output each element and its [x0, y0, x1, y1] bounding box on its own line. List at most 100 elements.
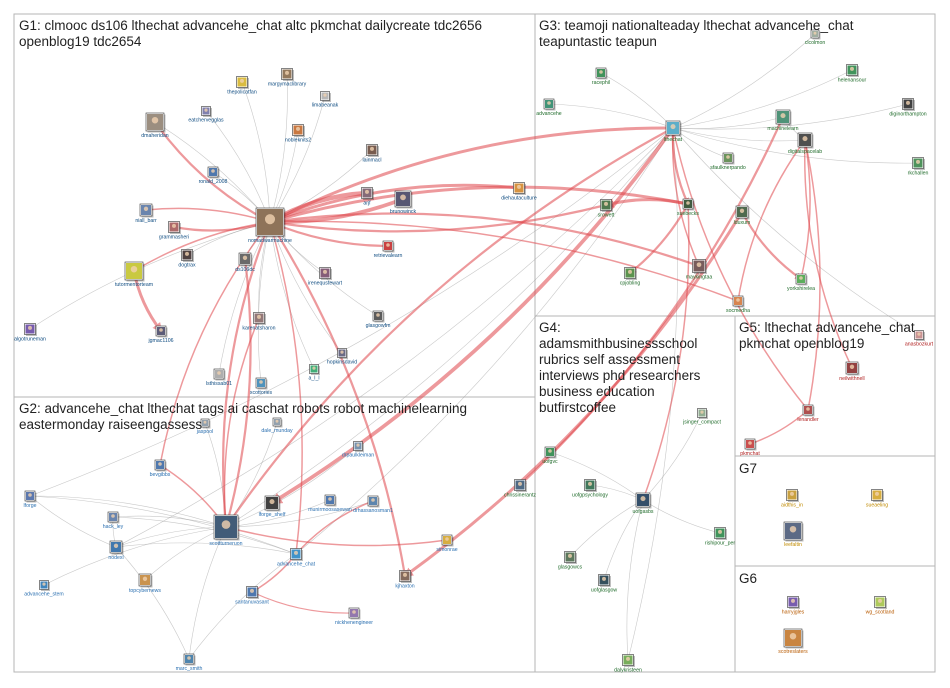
node-margymaclibrary[interactable]: margymaclibrary — [268, 68, 307, 88]
node-anasbozkurt[interactable]: anasbozkurt — [905, 330, 934, 348]
node-label: brunowinck — [390, 209, 417, 215]
node-niall_barr[interactable]: niall_barr — [135, 203, 157, 224]
node-diginorthampton[interactable]: diginorthampton — [889, 98, 927, 118]
node-karenatsharon[interactable]: karenatsharon — [242, 312, 276, 332]
node-dogtrax[interactable]: dogtrax — [178, 249, 196, 269]
node-ds106dc[interactable]: ds106dc — [235, 252, 255, 273]
avatar-head-icon — [158, 462, 162, 466]
node-nodexl[interactable]: nodexl — [108, 540, 124, 561]
node-diehautaculture[interactable]: diehautaculture — [501, 182, 537, 202]
node-topcybernews[interactable]: topcybernews — [129, 573, 161, 594]
node-uofgpsychology[interactable]: uofgpsychology — [572, 479, 608, 499]
edge-advancehe_chat-santanuvasant — [251, 553, 297, 593]
node-bevgibbs[interactable]: bevgibbs — [150, 459, 171, 478]
node-lsthissab01[interactable]: lsthissab01 — [206, 368, 232, 387]
node-limabeanak[interactable]: limabeanak — [312, 91, 339, 109]
node-brunowinck[interactable]: brunowinck — [390, 190, 417, 215]
node-label: machinelearn — [767, 126, 798, 132]
node-clcolmon[interactable]: clcolmon — [805, 29, 826, 46]
node-uofgvc[interactable]: uofgvc — [542, 446, 558, 465]
node-jsinger_compact[interactable]: jsinger_compact — [682, 408, 721, 426]
node-label: nomadwarmachine — [248, 238, 292, 244]
node-suebecks[interactable]: suebecks — [677, 198, 699, 217]
node-ronald_2008[interactable]: ronald_2008 — [199, 166, 228, 185]
node-label: jaspool — [196, 429, 213, 435]
node-pkmchat[interactable]: pkmchat — [740, 438, 760, 457]
node-leefaltin[interactable]: leefaltin — [783, 521, 804, 548]
node-nobleknits2[interactable]: nobleknits2 — [285, 124, 311, 144]
node-lforge[interactable]: lforge — [24, 490, 37, 509]
node-jaspool[interactable]: jaspool — [196, 418, 213, 435]
node-neilwithnell[interactable]: neilwithnell — [839, 361, 865, 382]
node-label: aidthis_in — [781, 503, 803, 509]
node-retrievalearn[interactable]: retrievalearn — [374, 240, 403, 259]
node-hopkinsdavid[interactable]: hopkinsdavid — [327, 348, 357, 366]
node-harryjgles[interactable]: harryjgles — [782, 596, 805, 616]
node-helenansour[interactable]: helenansour — [838, 64, 867, 84]
node-sfaulknerpando[interactable]: sfaulknerpando — [710, 152, 746, 171]
node-advancehe_chat[interactable]: advancehe_chat — [277, 548, 316, 568]
avatar-head-icon — [547, 101, 551, 105]
node-scottturneruon[interactable]: scottturneruon — [209, 514, 243, 547]
node-arjf[interactable]: arjf — [361, 187, 375, 207]
node-socmedha[interactable]: socmedha — [726, 295, 750, 314]
node-grammasheri[interactable]: grammasheri — [159, 221, 189, 241]
node-advancehe_stem[interactable]: advancehe_stem — [24, 580, 64, 598]
node-lforge_shelf[interactable]: lforge_shelf — [259, 495, 286, 518]
node-srowett[interactable]: srowett — [598, 199, 615, 219]
node-santanuvasant[interactable]: santanuvasant — [235, 586, 269, 606]
node-jgmac1106[interactable]: jgmac1106 — [148, 325, 174, 344]
edge-suebecks-nomadwarmachine — [268, 185, 689, 225]
node-lenandler[interactable]: lenandler — [797, 404, 819, 423]
node-tutormentorteam[interactable]: tutormentorteam — [115, 261, 153, 288]
node-racephi[interactable]: racephil — [592, 67, 610, 86]
node-drpaulkleiman[interactable]: drpaulkleiman — [342, 441, 374, 459]
node-label: jgmac1106 — [148, 338, 174, 344]
node-dmaheridan[interactable]: dmaheridan — [141, 112, 169, 139]
node-digitalspacelab[interactable]: digitalspacelab — [788, 132, 822, 155]
node-rishipour_per[interactable]: rishipour_per — [705, 527, 736, 547]
node-rkchallen[interactable]: rkchallen — [908, 157, 929, 177]
node-yorkshirelea[interactable]: yorkshirelea — [787, 273, 815, 292]
node-label: uofgasbs — [632, 509, 653, 515]
node-machinelearn[interactable]: machinelearn — [767, 109, 799, 132]
node-uofglasgow[interactable]: uofglasgow — [591, 574, 617, 594]
node-maykingtaa[interactable]: maykingtaa — [686, 259, 713, 281]
avatar-head-icon — [264, 214, 276, 225]
node-glasgowcs[interactable]: glasgowcs — [558, 551, 583, 571]
node-algotruneman[interactable]: algotruneman — [14, 323, 46, 343]
node-marc_smith[interactable]: marc_smith — [176, 653, 203, 672]
node-irenequstewart[interactable]: irenequstewart — [308, 267, 343, 287]
node-xcottories[interactable]: xcottories — [250, 377, 273, 396]
node-sueaeling[interactable]: sueaeling — [866, 489, 888, 509]
node-lduxum[interactable]: lduxum — [734, 205, 751, 226]
node-glasgowfm[interactable]: glasgowfm — [366, 310, 391, 329]
node-cpjobling[interactable]: cpjobling — [620, 267, 641, 287]
edge-diehautaculture-nomadwarmachine — [268, 183, 520, 224]
node-dale_munday[interactable]: dale_munday — [261, 417, 293, 434]
node-wg_scotland[interactable]: wg_scotland — [866, 596, 895, 616]
node-simonrae[interactable]: simonrae — [436, 534, 458, 553]
node-thepolicatfan[interactable]: thepolicatfan — [227, 76, 257, 96]
node-a_l_l[interactable]: a_l_l — [309, 364, 320, 382]
edge-dmaheridan-nomadwarmachine — [154, 121, 272, 223]
edge-lthechat-scottturneruon — [225, 127, 674, 529]
node-chrissinerantz[interactable]: chrissinerantz — [504, 479, 536, 499]
node-nickhenengineer[interactable]: nickhenengineer — [335, 607, 373, 626]
node-kjhaxton[interactable]: kjhaxton — [395, 570, 415, 590]
node-lainmacl[interactable]: lainmacl — [362, 144, 382, 164]
node-eatchervegglas[interactable]: eatchervegglas — [188, 106, 224, 124]
node-advancehe[interactable]: advancehe — [536, 98, 562, 117]
node-lthechat[interactable]: lthechat — [664, 120, 683, 143]
node-drhassanosman1[interactable]: drhassanosman1 — [353, 495, 393, 514]
node-aidthis_in[interactable]: aidthis_in — [781, 489, 803, 509]
avatar-head-icon — [172, 223, 176, 228]
node-hack_ley[interactable]: hack_ley — [103, 511, 124, 530]
avatar-head-icon — [640, 496, 646, 502]
node-munirmoosasewan[interactable]: munirmoosasewan — [308, 494, 352, 513]
node-scotreslaters[interactable]: scotreslaters — [778, 628, 808, 655]
node-dalykristeen[interactable]: dalykristeen — [614, 654, 642, 674]
node-uofgasbs[interactable]: uofgasbs — [632, 492, 654, 515]
node-nomadwarmachine[interactable]: nomadwarmachine — [248, 207, 292, 244]
